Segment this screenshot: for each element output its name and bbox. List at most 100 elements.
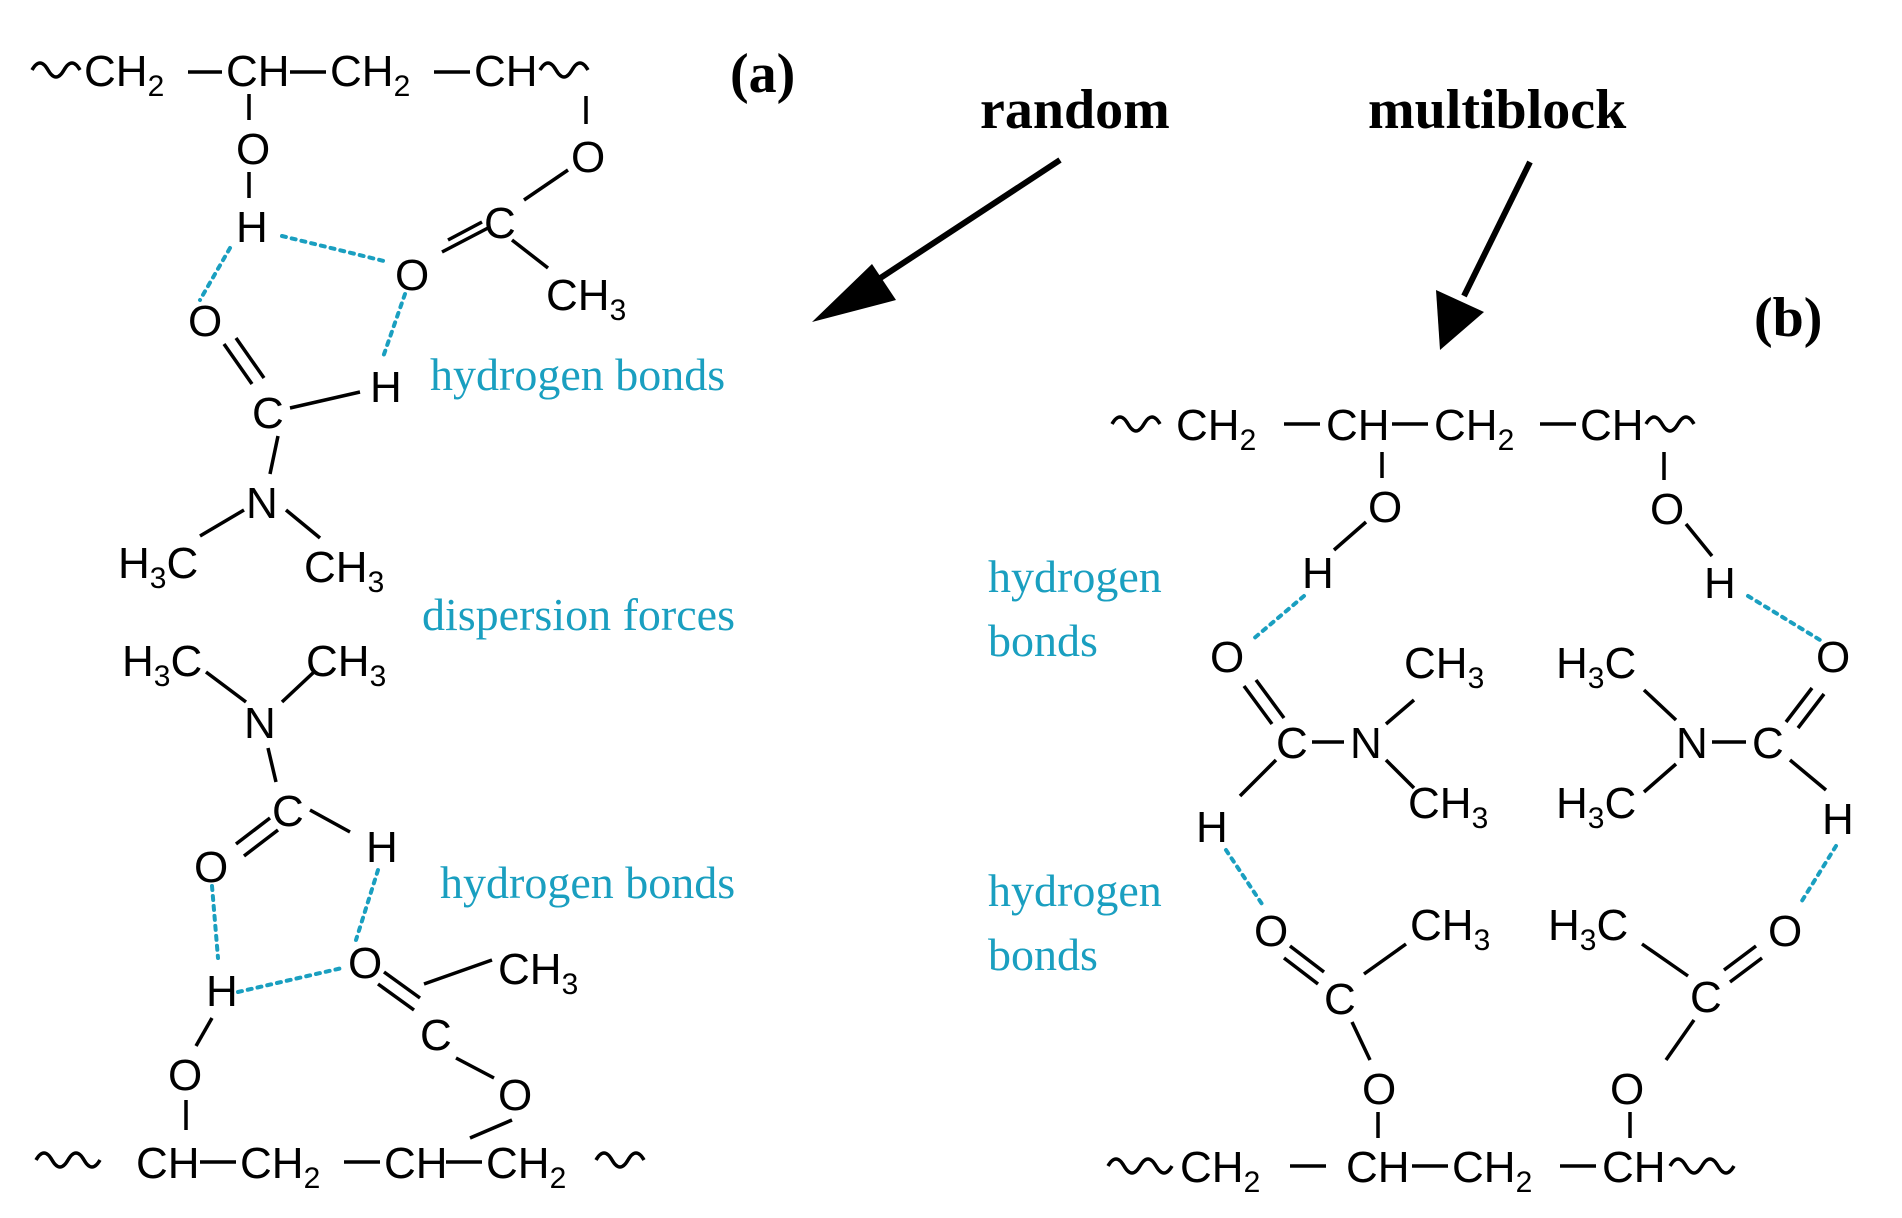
- single-bond: [194, 1017, 214, 1047]
- double-bond: [1722, 944, 1758, 972]
- double-bond: [1282, 956, 1320, 986]
- single-bond: [1641, 942, 1689, 978]
- single-bond: [204, 670, 248, 704]
- label-hydrogen: hydrogen: [988, 865, 1162, 916]
- label-dispersion-forces: dispersion forces: [422, 589, 735, 640]
- ch-group: CH: [1602, 1143, 1666, 1192]
- carbon-atom: C: [252, 389, 284, 438]
- carbon-atom: C: [1752, 719, 1784, 768]
- single-bond: [268, 435, 280, 475]
- single-bond: [309, 808, 351, 834]
- oxygen-atom: O: [236, 125, 270, 174]
- arrowhead: [812, 264, 896, 322]
- ch3-group: CH3: [304, 543, 384, 599]
- chain-end-wavy: [34, 1151, 102, 1169]
- double-bond: [242, 828, 280, 858]
- single-bond: [1642, 688, 1678, 722]
- double-bond: [1728, 956, 1764, 984]
- ch3-group: CH3: [306, 637, 386, 693]
- ch-group: CH: [474, 47, 538, 96]
- ch3-group: CH3: [1408, 779, 1488, 835]
- arrow-multiblock: [1461, 160, 1533, 298]
- single-bond: [1788, 758, 1828, 792]
- hydrogen-atom: H: [206, 967, 238, 1016]
- double-bond: [1796, 692, 1826, 730]
- oxygen-atom: O: [348, 939, 382, 988]
- h3c-group: H3C: [118, 539, 198, 595]
- double-bond: [447, 220, 483, 242]
- oxygen-atom: O: [1362, 1065, 1396, 1114]
- ch-group: CH: [136, 1139, 200, 1188]
- double-bond: [376, 982, 416, 1012]
- oxygen-atom: O: [1768, 907, 1802, 956]
- double-bond: [1288, 944, 1326, 974]
- oxygen-atom: O: [571, 133, 605, 182]
- hydrogen-atom: H: [370, 363, 402, 412]
- nitrogen-atom: N: [1350, 719, 1382, 768]
- oxygen-atom: O: [1254, 907, 1288, 956]
- ch2-group: CH2: [1452, 1143, 1532, 1199]
- ch2-group: CH2: [1434, 401, 1514, 457]
- single-bond: [199, 508, 245, 538]
- hydrogen-bond-dotted: [1224, 848, 1264, 906]
- hydrogen-bond-dotted: [1746, 594, 1822, 642]
- chain-end-wavy: [30, 61, 82, 79]
- oxygen-atom: O: [1816, 633, 1850, 682]
- chain-end-wavy: [1644, 415, 1696, 433]
- single-bond: [266, 747, 278, 783]
- double-bond: [1242, 684, 1274, 726]
- oxygen-atom: O: [168, 1051, 202, 1100]
- nitrogen-atom: N: [1676, 719, 1708, 768]
- carbon-atom: C: [420, 1011, 452, 1060]
- single-bond: [455, 1056, 495, 1080]
- oxygen-atom: O: [1610, 1065, 1644, 1114]
- hydrogen-bond-dotted: [354, 868, 380, 942]
- hydrogen-bond-dotted: [1798, 844, 1838, 906]
- ch3-group: CH3: [546, 271, 626, 327]
- ch3-group: CH3: [1410, 901, 1490, 957]
- single-bond: [1350, 1021, 1372, 1061]
- panel-label-a: (a): [730, 43, 795, 105]
- hydrogen-bond-dotted: [210, 884, 220, 960]
- heading-multiblock: multiblock: [1368, 79, 1627, 141]
- oxygen-atom: O: [498, 1071, 532, 1120]
- oxygen-atom: O: [1210, 633, 1244, 682]
- single-bond: [1362, 942, 1408, 976]
- oxygen-atom: O: [188, 297, 222, 346]
- ch3-group: CH3: [498, 945, 578, 1001]
- label-bonds: bonds: [988, 615, 1098, 666]
- chain-end-wavy: [594, 1151, 646, 1169]
- ch2-group: CH2: [240, 1139, 320, 1195]
- single-bond: [469, 1118, 513, 1140]
- double-bond: [234, 816, 272, 846]
- hydrogen-atom: H: [1196, 803, 1228, 852]
- single-bond: [510, 238, 550, 270]
- hydrogen-atom: H: [1704, 559, 1736, 608]
- ch2-group: CH2: [486, 1139, 566, 1195]
- ch2-group: CH2: [1176, 401, 1256, 457]
- oxygen-atom: O: [194, 843, 228, 892]
- single-bond: [280, 670, 316, 704]
- carbon-atom: C: [1276, 719, 1308, 768]
- h3c-group: H3C: [1548, 901, 1628, 957]
- chain-end-wavy: [538, 61, 590, 79]
- nitrogen-atom: N: [244, 699, 276, 748]
- ch-group: CH: [226, 47, 290, 96]
- carbon-atom: C: [272, 787, 304, 836]
- arrowhead: [1436, 290, 1484, 350]
- oxygen-atom: O: [395, 251, 429, 300]
- label-hydrogen: hydrogen: [988, 551, 1162, 602]
- label-bonds: bonds: [988, 929, 1098, 980]
- h3c-group: H3C: [1556, 639, 1636, 695]
- single-bond: [289, 390, 361, 410]
- double-bond: [1784, 686, 1814, 724]
- hydrogen-atom: H: [1302, 549, 1334, 598]
- double-bond: [1254, 678, 1286, 720]
- double-bond: [234, 336, 266, 380]
- single-bond: [1684, 522, 1714, 558]
- panel-label-b: (b): [1754, 287, 1822, 349]
- chain-end-wavy: [1106, 1157, 1174, 1175]
- hydrogen-atom: H: [366, 823, 398, 872]
- hydrogen-bond-dotted: [1250, 594, 1306, 642]
